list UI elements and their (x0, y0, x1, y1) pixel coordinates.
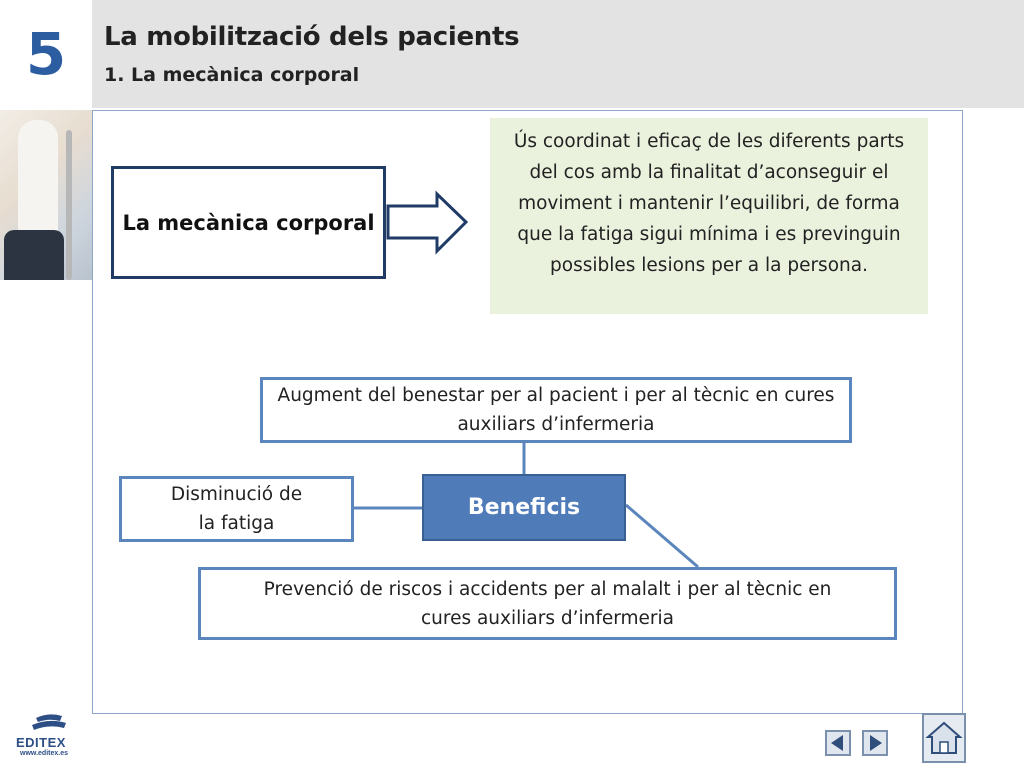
photo-figure-caregiver (18, 120, 58, 240)
prev-slide-button[interactable] (825, 730, 851, 756)
definition-box: Ús coordinat i eficaç de les diferents p… (490, 118, 928, 314)
editex-logo-icon (32, 714, 66, 730)
header-band (92, 0, 1024, 108)
benefit-top-box: Augment del benestar per al pacient i pe… (260, 377, 852, 443)
photo-figure-patient (4, 230, 64, 280)
benefit-bottom-box: Prevenció de riscos i accidents per al m… (198, 567, 897, 640)
benefit-left-box: Disminució de la fatiga (119, 476, 354, 542)
beneficis-node: Beneficis (422, 474, 626, 541)
triangle-left-icon (831, 735, 843, 751)
page-subtitle: 1. La mecànica corporal (104, 64, 360, 86)
next-slide-button[interactable] (862, 730, 888, 756)
concept-box: La mecànica corporal (111, 166, 386, 279)
chapter-number: 5 (25, 20, 67, 88)
patient-mobility-photo (0, 110, 92, 280)
logo-url: www.editex.es (20, 750, 68, 757)
photo-crutch (66, 130, 72, 280)
logo-text: EDITEX (16, 735, 66, 750)
home-icon (925, 721, 963, 754)
page-title: La mobilització dels pacients (104, 22, 520, 52)
home-button[interactable] (922, 713, 966, 763)
triangle-right-icon (870, 735, 882, 751)
